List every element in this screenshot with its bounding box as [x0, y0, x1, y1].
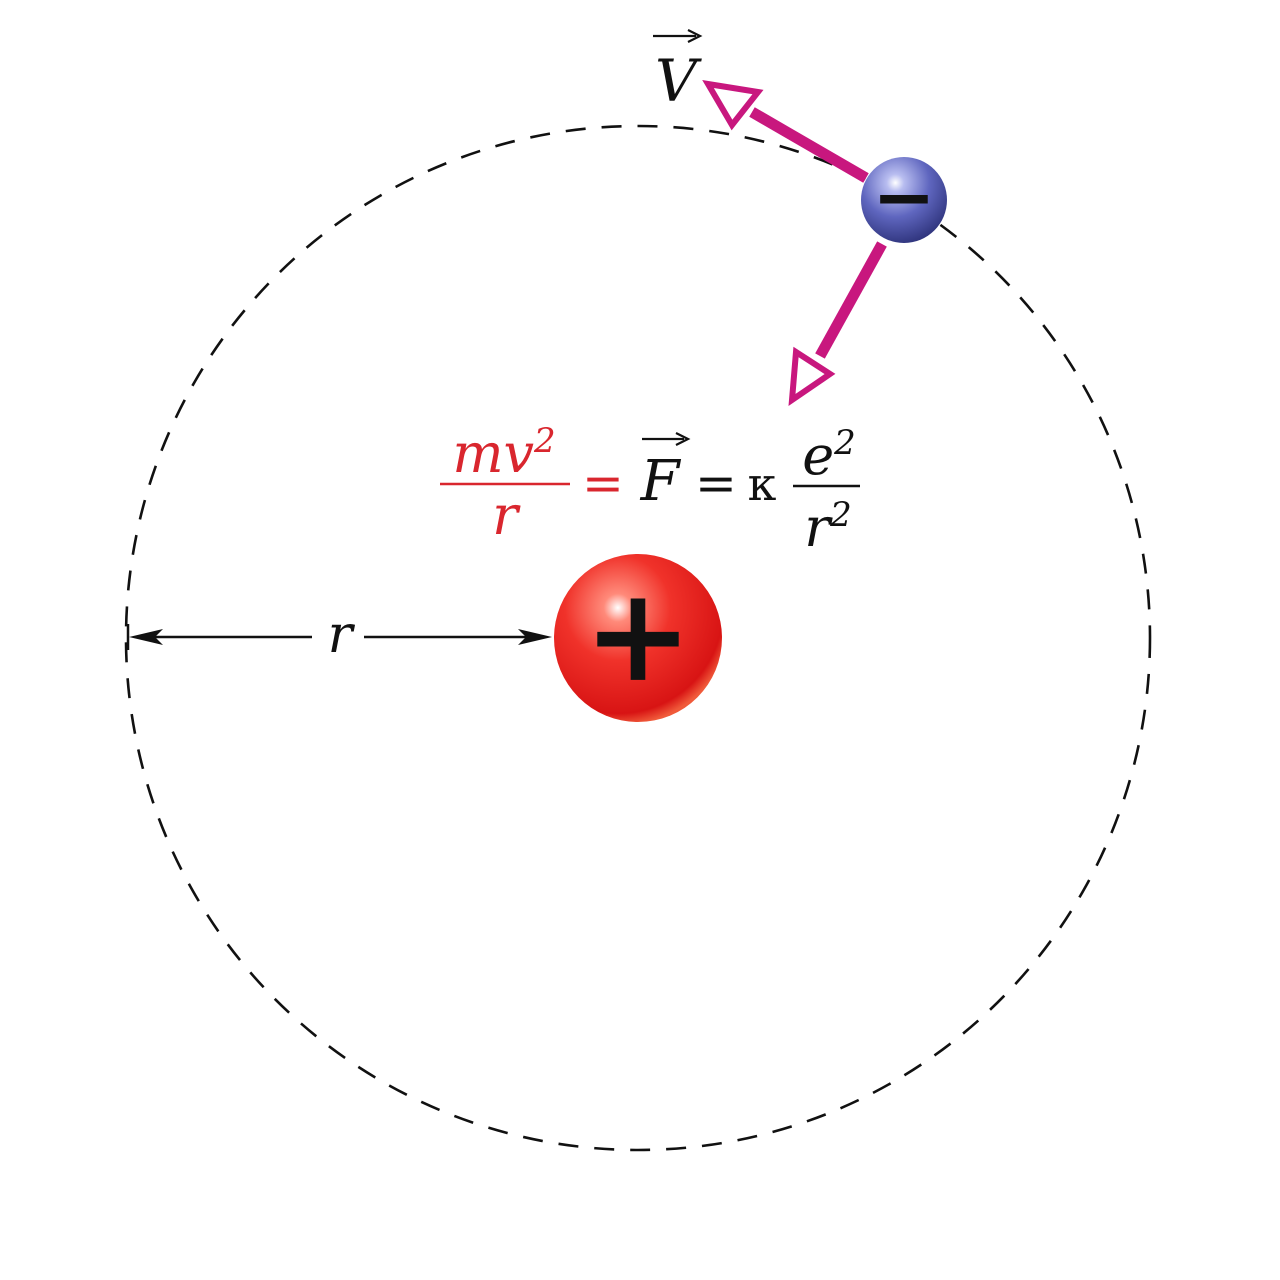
formula-equals-red: = [582, 454, 624, 512]
force-overarrow-icon [642, 432, 691, 446]
proton: + [554, 554, 722, 722]
formula-force: F [640, 449, 682, 514]
velocity-arrowhead-icon [702, 80, 764, 131]
formula-equals-black: = [695, 454, 737, 512]
electron-sign: − [872, 152, 936, 241]
formula-lhs-numerator: mv2 [452, 421, 555, 485]
proton-sign: + [584, 558, 693, 711]
force-vector [788, 241, 887, 407]
orbit-path [124, 124, 1152, 1152]
force-formula: mv2 r = F = κ e2 r2 [440, 421, 860, 559]
formula-lhs-denominator: r [492, 484, 521, 547]
radius-label: r [328, 605, 356, 665]
formula-rhs-denominator: r2 [804, 495, 851, 559]
electron: − [861, 152, 947, 243]
force-arrowhead-icon [788, 346, 836, 407]
velocity-label: V [655, 47, 702, 115]
radius-arrow [126, 624, 552, 650]
formula-constant: κ [748, 457, 777, 511]
velocity-vector [702, 80, 869, 183]
velocity-overarrow-icon [653, 29, 703, 43]
formula-rhs-numerator: e2 [802, 423, 856, 487]
